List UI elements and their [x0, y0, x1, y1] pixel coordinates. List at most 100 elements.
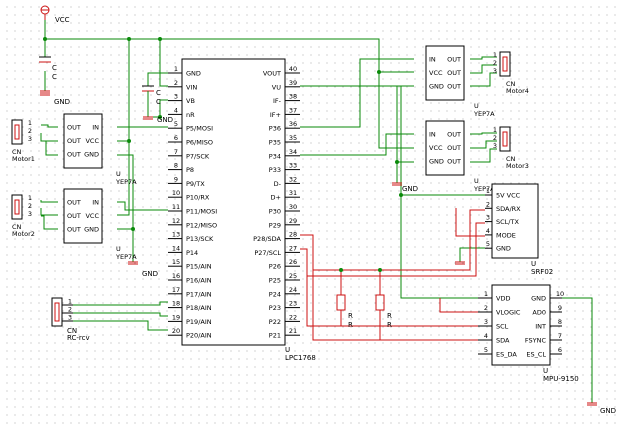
lpc-pin-number: 19: [172, 313, 180, 321]
lpc-pin-name: VU: [272, 83, 281, 91]
driver-ref: U: [474, 102, 479, 110]
driver-name: YEP7A: [115, 253, 137, 261]
lpc-pin-name: P22: [269, 318, 281, 326]
lpc-pin-number: 15: [172, 258, 180, 266]
lpc-name: LPC1768: [285, 354, 316, 362]
driver-pin-name: OUT: [447, 83, 461, 91]
lpc-pin-number: 8: [174, 162, 178, 170]
lpc-pin-name: P20/AIN: [186, 332, 212, 340]
lpc-pin-number: 18: [172, 300, 180, 308]
lpc-pin-number: 21: [289, 327, 297, 335]
lpc-pin-name: VIN: [186, 83, 197, 91]
driver-name: YEP7A: [115, 178, 137, 186]
rc-pin-number: 2: [68, 306, 72, 314]
connector-name: Motor3: [506, 162, 529, 170]
mpu-pin-number: 6: [558, 346, 562, 354]
rc-name: RC-rcv: [67, 334, 90, 342]
lpc-pin-number: 14: [172, 244, 180, 252]
mpu-pin-number: 8: [558, 318, 562, 326]
mpu-pin-name: VDD: [496, 295, 510, 303]
lpc-pin-name: P16/AIN: [186, 277, 212, 285]
lpc-pin-number: 35: [289, 134, 297, 142]
lpc-pin-name: P18/AIN: [186, 304, 212, 312]
lpc-pin-number: 5: [174, 120, 178, 128]
lpc-pin-name: GND: [186, 70, 201, 78]
lpc-pin-name: P12/MISO: [186, 221, 217, 229]
mpu-ref: U: [543, 367, 548, 375]
lpc-pin-name: P11/MOSI: [186, 208, 217, 216]
mpu-pin-number: 9: [558, 304, 562, 312]
connector-ref: CN: [506, 155, 516, 163]
cap-ref: C: [52, 64, 57, 72]
gnd-label-right: GND: [402, 185, 418, 193]
lpc-ref: U: [285, 346, 290, 354]
gnd-label-top: GND: [54, 98, 70, 106]
mpu-pin-number: 7: [558, 332, 562, 340]
lpc-pin-name: P36: [269, 125, 281, 133]
driver-pin-name: VCC: [85, 212, 99, 220]
lpc-capacitor: C C: [142, 85, 161, 106]
connector-pin-number: 1: [28, 194, 32, 202]
rc-pin-number: 1: [68, 298, 72, 306]
driver-pin-name: GND: [84, 226, 99, 234]
lpc-pin-name: P26: [269, 263, 281, 271]
mpu-name: MPU-9150: [543, 375, 579, 383]
junctions: [43, 37, 403, 272]
resistor-sda: R R: [336, 294, 353, 329]
lpc-pin-name: VOUT: [263, 70, 281, 78]
driver-pin-name: GND: [429, 83, 444, 91]
lpc-pin-number: 39: [289, 79, 297, 87]
mpu-pin-number: 1: [484, 290, 488, 298]
lpc-pin-name: P34: [269, 152, 281, 160]
driver-pin-name: IN: [92, 199, 99, 207]
lpc-pin-name: P15/AIN: [186, 263, 212, 271]
lpc-pin-number: 38: [289, 93, 297, 101]
mpu-pin-name: GND: [531, 295, 546, 303]
driver-pin-name: IN: [429, 56, 436, 64]
lpc-pin-number: 20: [172, 327, 180, 335]
gnd-label-left: GND: [142, 270, 158, 278]
lpc-pin-number: 36: [289, 120, 297, 128]
lpc-pin-number: 11: [172, 203, 180, 211]
lpc-pin-number: 13: [172, 231, 180, 239]
lpc-pin-number: 37: [289, 106, 297, 114]
gnd-symbol-top: GND: [40, 90, 70, 106]
lpc-pin-number: 26: [289, 258, 297, 266]
driver-pin-name: VCC: [429, 69, 443, 77]
lpc-pin-name: P19/AIN: [186, 318, 212, 326]
lpc-pin-name: P30: [269, 208, 281, 216]
driver-pin-name: OUT: [67, 151, 81, 159]
srf-pin-name: SCL/TX: [496, 218, 519, 226]
res1-ref: R: [348, 312, 353, 320]
gnd-symbol-mpu: GND: [587, 402, 616, 415]
lpc-pin-name: P17/AIN: [186, 290, 212, 298]
vcc-symbol: VCC: [40, 5, 70, 24]
lpc-pin-number: 12: [172, 217, 180, 225]
mpu-pin-number: 2: [484, 304, 488, 312]
driver-ref: U: [474, 177, 479, 185]
lpc-pin-name: IF+: [270, 111, 281, 119]
gnd-symbol-srf: [455, 261, 465, 265]
driver-pin-name: OUT: [67, 124, 81, 132]
srf-ref: U: [531, 260, 536, 268]
lpc-pin-name: P8: [186, 166, 194, 174]
driver-pin-name: IN: [429, 131, 436, 139]
lpc-pin-name: VB: [186, 97, 195, 105]
driver-pin-name: VCC: [429, 144, 443, 152]
mpu9150-sensor: 1VDD2VLOGIC3SCL4SDA5ES_DA10GND9AD08INT7F…: [478, 284, 579, 383]
lpc-pin-name: P7/SCK: [186, 152, 210, 160]
mpu-pin-number: 4: [484, 332, 488, 340]
mpu-pin-number: 10: [556, 290, 564, 298]
mpu-pin-name: ES_DA: [496, 351, 517, 359]
mpu-pin-name: AD0: [532, 309, 546, 317]
cap-val: C: [52, 73, 57, 81]
res1-val: R: [348, 321, 353, 329]
connector-name: Motor2: [12, 230, 35, 238]
lpc-pin-number: 2: [174, 79, 178, 87]
connector-pin-number: 3: [28, 210, 32, 218]
